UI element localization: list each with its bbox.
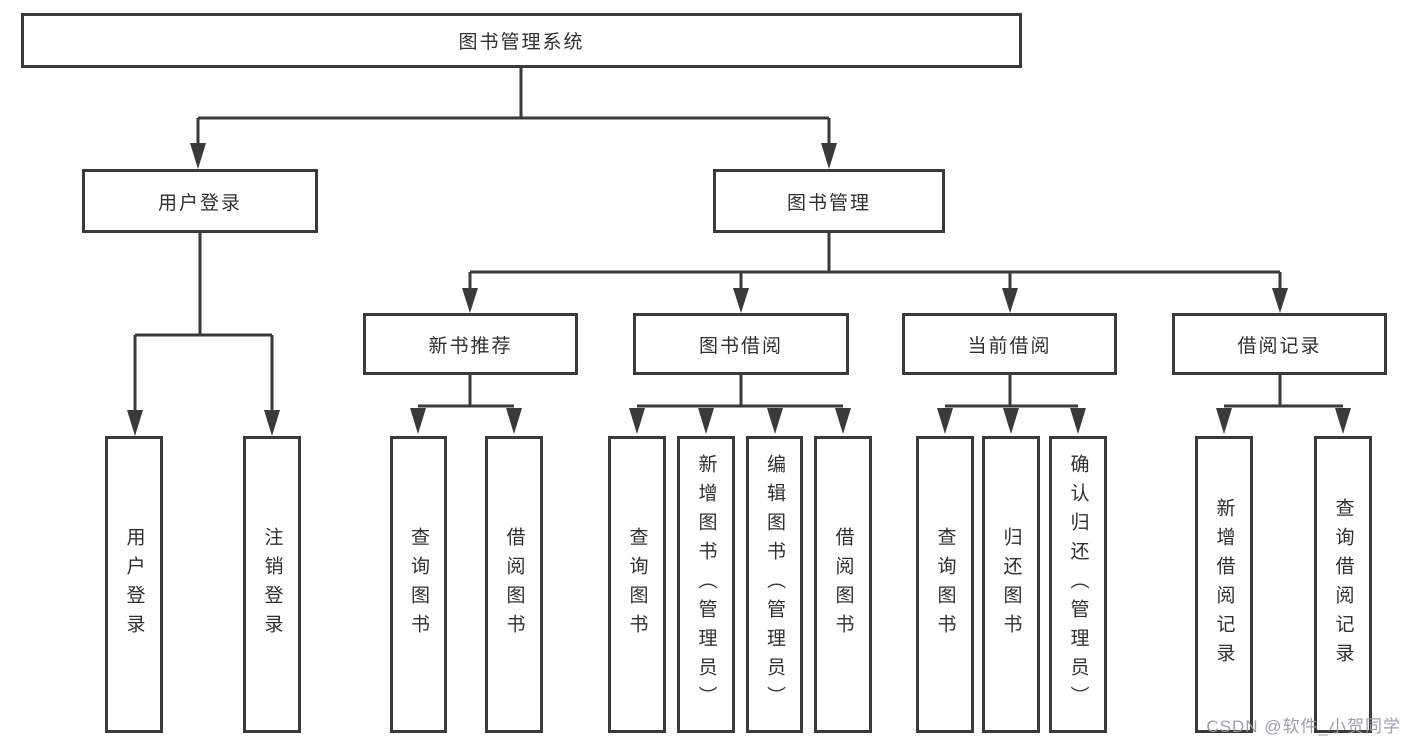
leaf-user-login-label: 用户登录 (123, 526, 145, 643)
leaf-add-book-admin-label: 新增图书（管理员） (695, 454, 717, 715)
leaf-add-borrow-record-label: 新增借阅记录 (1213, 497, 1235, 672)
node-borrow-records: 借阅记录 (1172, 313, 1387, 375)
node-current-borrow-label: 当前借阅 (967, 335, 1052, 357)
leaf-recommend-borrow-books-label: 借阅图书 (503, 526, 525, 643)
node-root-system-label: 图书管理系统 (458, 32, 585, 53)
node-borrow-records-label: 借阅记录 (1237, 335, 1322, 357)
leaf-borrow-books: 借阅图书 (814, 436, 872, 733)
node-root-system: 图书管理系统 (21, 13, 1022, 68)
leaf-confirm-return-admin-label: 确认归还（管理员） (1067, 454, 1089, 715)
leaf-edit-book-admin-label: 编辑图书（管理员） (764, 454, 785, 715)
node-book-borrow: 图书借阅 (633, 313, 849, 375)
leaf-return-books: 归还图书 (982, 436, 1040, 733)
leaf-borrow-books-label: 借阅图书 (832, 526, 854, 643)
leaf-current-query-books-label: 查询图书 (934, 526, 956, 643)
node-book-management-label: 图书管理 (786, 192, 871, 214)
leaf-logout-label: 注销登录 (261, 526, 283, 643)
leaf-recommend-query-books: 查询图书 (390, 436, 447, 733)
leaf-borrow-query-books-label: 查询图书 (626, 526, 648, 643)
leaf-query-borrow-record-label: 查询借阅记录 (1332, 497, 1354, 672)
node-new-book-recommend-label: 新书推荐 (428, 335, 513, 357)
leaf-return-books-label: 归还图书 (1000, 526, 1022, 643)
leaf-confirm-return-admin: 确认归还（管理员） (1049, 436, 1107, 733)
node-book-management: 图书管理 (713, 169, 945, 233)
node-user-login-label: 用户登录 (157, 192, 242, 214)
leaf-recommend-query-books-label: 查询图书 (408, 526, 429, 643)
leaf-borrow-query-books: 查询图书 (608, 436, 666, 733)
node-book-borrow-label: 图书借阅 (698, 335, 783, 357)
leaf-query-borrow-record: 查询借阅记录 (1314, 436, 1372, 733)
leaf-logout: 注销登录 (243, 436, 301, 733)
leaf-add-book-admin: 新增图书（管理员） (677, 436, 735, 733)
node-current-borrow: 当前借阅 (902, 313, 1117, 375)
node-new-book-recommend: 新书推荐 (363, 313, 578, 375)
leaf-edit-book-admin: 编辑图书（管理员） (746, 436, 803, 733)
leaf-user-login: 用户登录 (105, 436, 163, 733)
node-user-login: 用户登录 (82, 169, 318, 233)
csdn-watermark: CSDN @软件_小贺同学 (1206, 717, 1401, 736)
leaf-add-borrow-record: 新增借阅记录 (1195, 436, 1253, 733)
leaf-current-query-books: 查询图书 (916, 436, 974, 733)
leaf-recommend-borrow-books: 借阅图书 (485, 436, 543, 733)
